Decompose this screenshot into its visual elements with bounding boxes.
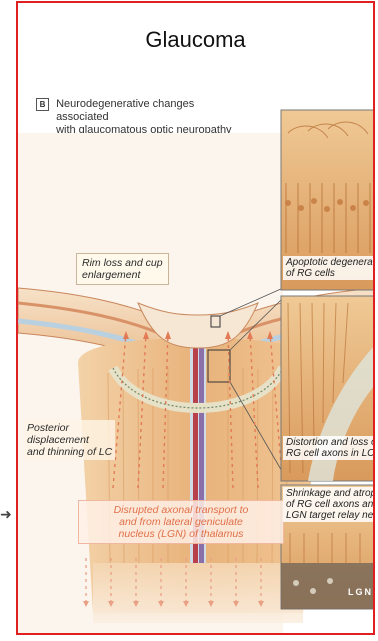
inset-bottom-label-line-1: Shrinkage and atrophy <box>286 488 375 499</box>
inset-top-label: Apoptotic degeneratio of RG cells <box>283 256 375 280</box>
posterior-label-line-1: Posterior <box>27 422 112 434</box>
rim-loss-label: Rim loss and cup enlargement <box>76 253 169 285</box>
inset-top-label-line-2: of RG cells <box>286 268 375 279</box>
inset-bottom-lgn <box>281 563 375 609</box>
posterior-displacement-label: Posterior displacement and thinning of L… <box>24 420 115 460</box>
inset-middle-label-line-2: RG cell axons in LC <box>286 448 375 459</box>
inset-middle-label: Distortion and loss of RG cell axons in … <box>283 436 375 460</box>
arrow-icon: ➜ <box>0 506 12 523</box>
rim-loss-label-line-1: Rim loss and cup <box>82 257 163 269</box>
inset-middle-label-line-1: Distortion and loss of <box>286 437 375 448</box>
nerve-fade <box>93 563 303 623</box>
inset-bottom-label: Shrinkage and atrophy of RG cell axons a… <box>283 487 375 522</box>
inset-top-label-line-1: Apoptotic degeneratio <box>286 257 375 268</box>
posterior-label-line-2: displacement <box>27 434 112 446</box>
posterior-label-line-3: and thinning of LC <box>27 446 112 458</box>
inset-bottom-label-line-2: of RG cell axons and o <box>286 499 375 510</box>
transport-label-line-1: Disrupted axonal transport to <box>81 504 281 516</box>
lgn-label: LGN <box>348 587 373 597</box>
figure-frame: Glaucoma B Neurodegenerative changes ass… <box>16 1 375 635</box>
transport-label-line-3: nucleus (LGN) of thalamus <box>81 528 281 540</box>
axonal-transport-label: Disrupted axonal transport to and from l… <box>78 500 284 544</box>
rim-loss-label-line-2: enlargement <box>82 269 163 281</box>
transport-label-line-2: and from lateral geniculate <box>81 516 281 528</box>
inset-bottom-label-line-3: LGN target relay neuro <box>286 510 375 521</box>
